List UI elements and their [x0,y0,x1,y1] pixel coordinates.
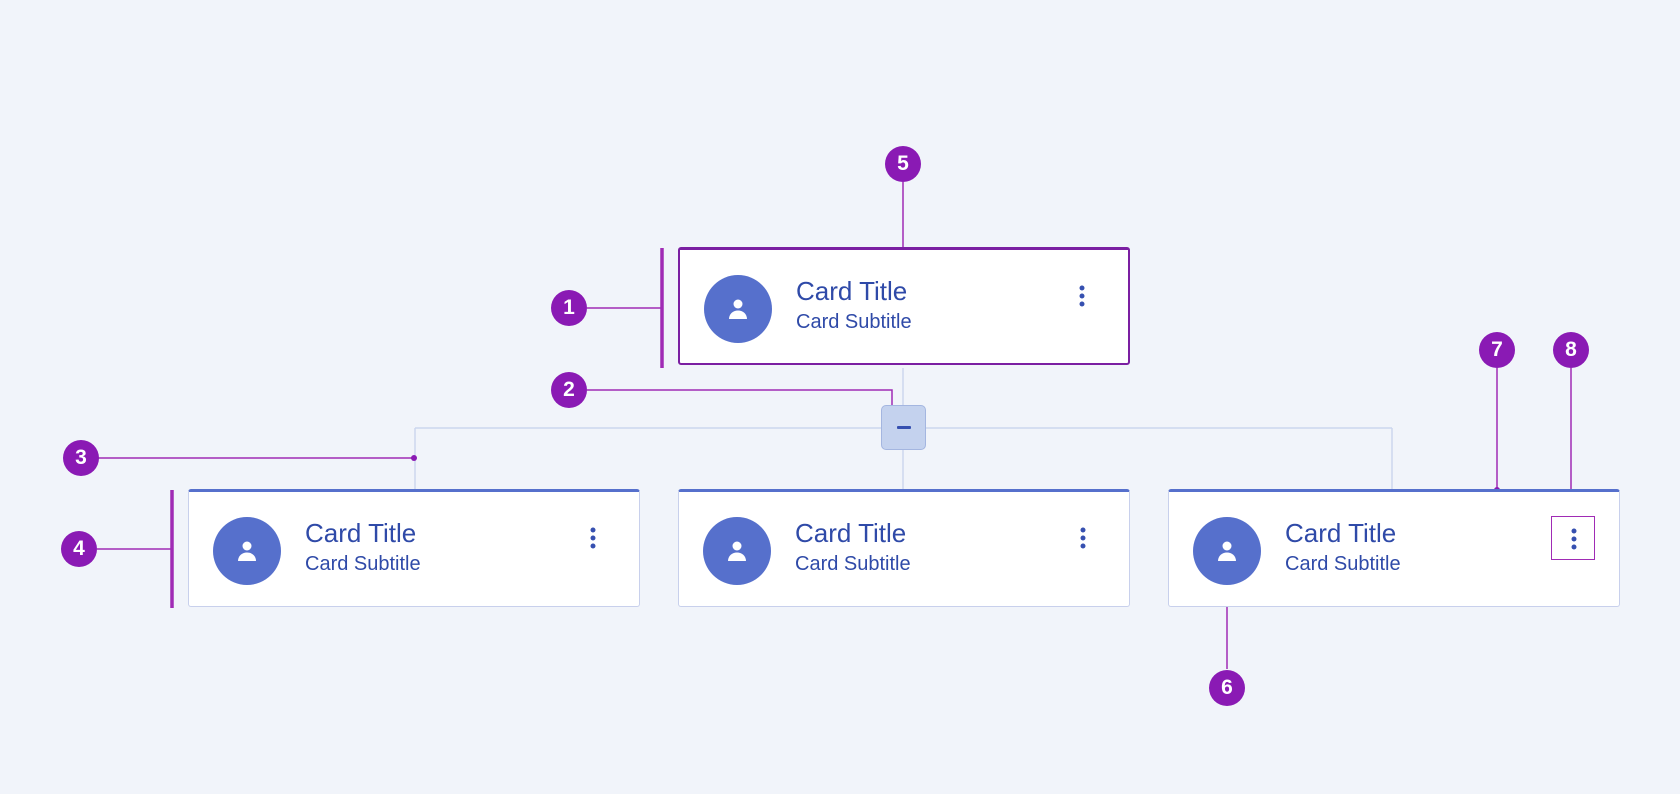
org-card-root[interactable]: Card Title Card Subtitle [678,247,1130,365]
card-title: Card Title [795,518,907,548]
card-menu-button[interactable] [1061,516,1105,560]
org-card-child-3[interactable]: Card Title Card Subtitle [1168,489,1620,607]
card-title: Card Title [1285,518,1397,548]
more-vertical-icon [1080,527,1086,549]
card-subtitle: Card Subtitle [795,553,911,575]
leader-dot-3 [411,455,417,461]
annotation-marker-5: 5 [885,146,921,182]
card-avatar [213,517,281,585]
more-vertical-icon [1571,528,1577,550]
annotation-marker-6: 6 [1209,670,1245,706]
person-icon [728,541,746,561]
card-avatar [1193,517,1261,585]
person-icon [729,299,747,319]
annotation-marker-3: 3 [63,440,99,476]
card-menu-button[interactable] [1060,274,1104,318]
more-vertical-icon [590,527,596,549]
annotation-marker-1: 1 [551,290,587,326]
card-avatar [704,275,772,343]
card-subtitle: Card Subtitle [1285,553,1401,575]
card-menu-button[interactable] [1551,516,1595,560]
person-icon [238,541,256,561]
org-card-child-2[interactable]: Card Title Card Subtitle [678,489,1130,607]
org-card-child-1[interactable]: Card Title Card Subtitle [188,489,640,607]
annotation-marker-4: 4 [61,531,97,567]
collapse-button[interactable] [881,405,926,450]
card-subtitle: Card Subtitle [796,311,912,333]
more-vertical-icon [1079,285,1085,307]
card-avatar [703,517,771,585]
annotation-marker-8: 8 [1553,332,1589,368]
card-menu-button[interactable] [571,516,615,560]
card-title: Card Title [796,276,908,306]
annotation-marker-2: 2 [551,372,587,408]
card-title: Card Title [305,518,417,548]
card-subtitle: Card Subtitle [305,553,421,575]
person-icon [1218,541,1236,561]
leader-2 [587,389,893,416]
annotation-marker-7: 7 [1479,332,1515,368]
